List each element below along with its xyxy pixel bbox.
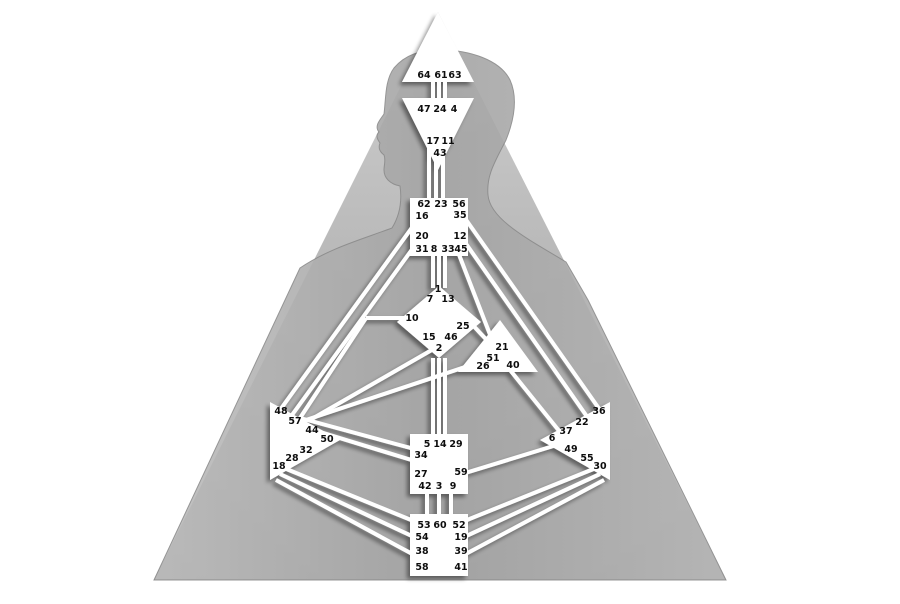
channel-line: [460, 236, 590, 420]
gate-label-62: 62: [417, 199, 430, 210]
gate-label-49: 49: [564, 444, 577, 455]
gate-label-51: 51: [486, 353, 499, 364]
gate-label-2: 2: [436, 343, 443, 354]
gate-label-17: 17: [426, 136, 439, 147]
gate-label-3: 3: [436, 481, 443, 492]
channel-line: [279, 472, 417, 540]
gate-label-42: 42: [418, 481, 431, 492]
gate-label-45: 45: [454, 244, 467, 255]
gate-label-47: 47: [417, 104, 430, 115]
gate-label-27: 27: [414, 469, 427, 480]
channel-line: [298, 316, 368, 420]
gate-label-6: 6: [549, 433, 556, 444]
ajna-center: [402, 98, 474, 170]
gate-label-1: 1: [435, 284, 442, 295]
solar-plexus-center: [540, 402, 610, 480]
gate-label-7: 7: [427, 294, 434, 305]
gate-label-8: 8: [431, 244, 438, 255]
gate-label-53: 53: [417, 520, 430, 531]
channel-line: [283, 466, 417, 524]
channel-line: [461, 478, 605, 558]
gate-label-19: 19: [454, 532, 467, 543]
channel-line: [460, 212, 602, 412]
gate-label-25: 25: [456, 321, 469, 332]
channel-line: [290, 242, 418, 417]
heart-center: [458, 320, 538, 372]
head-center: [402, 12, 474, 82]
root-center: [410, 514, 468, 576]
gate-label-4: 4: [451, 104, 458, 115]
gate-label-29: 29: [449, 439, 462, 450]
gate-label-37: 37: [559, 426, 572, 437]
channel-line: [278, 220, 418, 412]
gate-label-44: 44: [305, 425, 319, 436]
gate-label-61: 61: [434, 70, 447, 81]
gate-label-28: 28: [285, 453, 299, 464]
throat-center: [410, 198, 468, 256]
gate-label-48: 48: [274, 406, 288, 417]
gate-label-38: 38: [415, 546, 429, 557]
channel-line: [275, 478, 417, 558]
gate-label-63: 63: [448, 70, 461, 81]
gate-label-16: 16: [415, 211, 429, 222]
channel-line: [299, 360, 481, 424]
channel-line: [299, 416, 419, 452]
gate-label-41: 41: [454, 562, 467, 573]
gate-label-46: 46: [444, 332, 458, 343]
gate-label-26: 26: [476, 361, 490, 372]
gate-label-10: 10: [405, 313, 419, 324]
gate-label-34: 34: [414, 450, 428, 461]
gate-label-36: 36: [592, 406, 606, 417]
g-center-center: [397, 286, 481, 358]
gate-label-50: 50: [320, 434, 334, 445]
gate-label-14: 14: [433, 439, 447, 450]
gate-label-33: 33: [441, 244, 454, 255]
gate-label-54: 54: [415, 532, 429, 543]
gate-label-24: 24: [433, 104, 447, 115]
gate-label-35: 35: [453, 210, 466, 221]
gate-label-12: 12: [453, 231, 466, 242]
channel-line: [319, 430, 419, 464]
gate-label-21: 21: [495, 342, 508, 353]
gate-label-11: 11: [441, 136, 454, 147]
gate-label-64: 64: [417, 70, 431, 81]
gate-label-9: 9: [450, 481, 457, 492]
gate-label-15: 15: [422, 332, 435, 343]
gate-label-31: 31: [415, 244, 428, 255]
channel-line: [508, 368, 562, 434]
gate-label-56: 56: [452, 199, 466, 210]
channel-line: [461, 472, 601, 540]
gate-label-43: 43: [433, 148, 446, 159]
gate-label-30: 30: [593, 461, 607, 472]
gate-label-40: 40: [506, 360, 520, 371]
gate-label-57: 57: [288, 416, 301, 427]
gate-label-20: 20: [415, 231, 429, 242]
channel-line: [461, 466, 597, 524]
gate-label-13: 13: [441, 294, 454, 305]
gate-label-23: 23: [434, 199, 447, 210]
gate-label-58: 58: [415, 562, 429, 573]
gate-label-32: 32: [299, 445, 312, 456]
gate-label-5: 5: [424, 439, 431, 450]
gate-label-39: 39: [454, 546, 467, 557]
gate-label-59: 59: [454, 467, 467, 478]
spleen-center: [270, 402, 340, 480]
sacral-center: [410, 434, 468, 494]
gate-label-55: 55: [580, 453, 593, 464]
gate-label-22: 22: [575, 417, 588, 428]
gate-label-60: 60: [433, 520, 447, 531]
gate-label-52: 52: [452, 520, 465, 531]
channel-line: [461, 442, 561, 476]
gate-label-18: 18: [272, 461, 286, 472]
